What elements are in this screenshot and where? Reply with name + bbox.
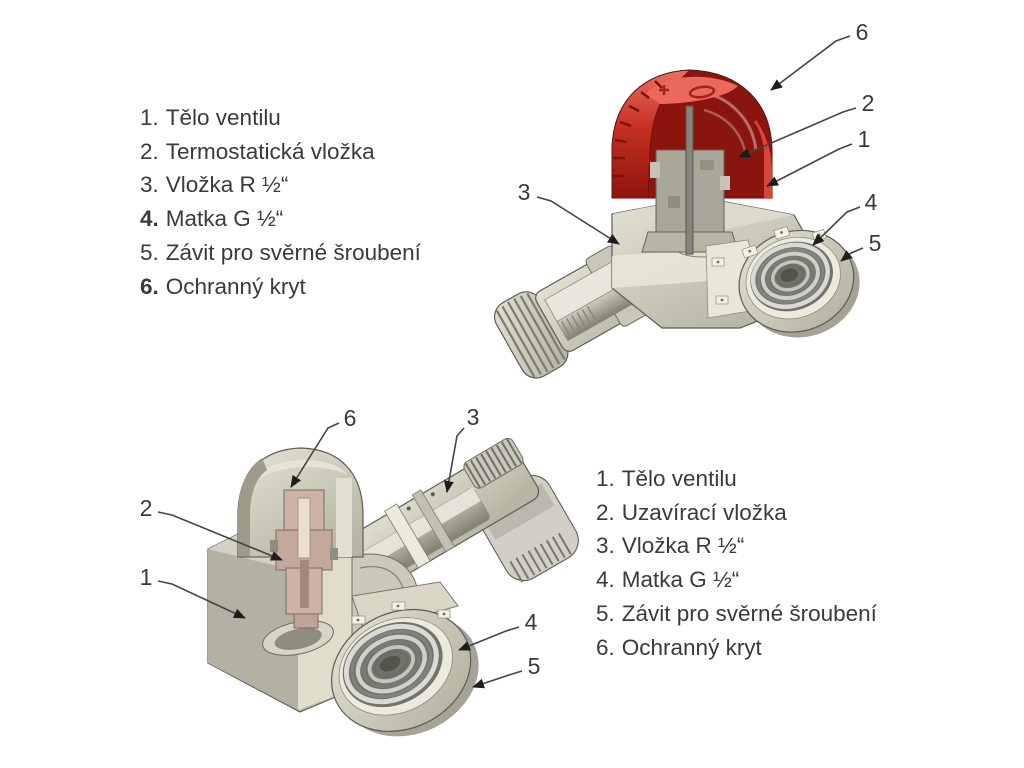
callout-4: 4 xyxy=(865,189,878,215)
callout-6: 6 xyxy=(344,405,357,431)
callout-4: 4 xyxy=(525,609,538,635)
parts-list-thermostatic-valve: 1.Tělo ventilu 2.Termostatická vložka 3.… xyxy=(140,101,421,303)
item-number: 4. xyxy=(140,206,159,232)
list-item: 5.Závit pro svěrné šroubení xyxy=(140,236,421,270)
item-label: Závit pro svěrné šroubení xyxy=(621,600,877,626)
bottom-valve-callout-numbers: 6 3 2 1 4 5 xyxy=(140,404,541,679)
shutoff-insert xyxy=(270,489,338,629)
item-number: 2. xyxy=(140,138,159,164)
item-label: Matka G ½“ xyxy=(165,206,284,232)
bottom-valve-leader-lines xyxy=(157,422,523,689)
item-label: Tělo ventilu xyxy=(621,466,737,491)
callout-2: 2 xyxy=(862,90,875,116)
item-label: Vložka R ½“ xyxy=(165,172,289,198)
callout-3: 3 xyxy=(518,179,531,205)
item-number: 6. xyxy=(140,273,159,299)
item-label: Tělo ventilu xyxy=(165,105,281,130)
list-item: 4.Matka G ½“ xyxy=(140,202,421,236)
list-item: 2.Uzavírací vložka xyxy=(596,496,877,530)
body-floor-hole xyxy=(262,620,334,656)
item-label: Ochranný kryt xyxy=(165,273,306,299)
callout-1: 1 xyxy=(858,126,871,152)
item-label: Matka G ½“ xyxy=(621,567,740,593)
item-number: 3. xyxy=(140,172,159,198)
list-item: 4.Matka G ½“ xyxy=(596,563,877,597)
item-number: 5. xyxy=(140,239,159,265)
thermostatic-valve-cutaway: 6 2 1 3 4 5 xyxy=(494,19,882,379)
callout-5: 5 xyxy=(528,653,541,679)
parts-list-shutoff-valve: 1.Tělo ventilu 2.Uzavírací vložka 3.Vlož… xyxy=(596,462,877,664)
list-item: 3.Vložka R ½“ xyxy=(140,168,421,202)
list-item: 5.Závit pro svěrné šroubení xyxy=(596,597,877,631)
item-number: 1. xyxy=(596,466,615,491)
callout-5: 5 xyxy=(869,230,882,256)
union-nut-threads xyxy=(330,581,479,737)
item-number: 2. xyxy=(596,499,615,525)
item-label: Uzavírací vložka xyxy=(621,499,787,525)
item-number: 5. xyxy=(596,600,615,626)
callout-6: 6 xyxy=(856,19,869,45)
list-item: 1.Tělo ventilu xyxy=(140,101,421,135)
item-number: 1. xyxy=(140,105,159,130)
item-number: 6. xyxy=(596,634,615,660)
callout-2: 2 xyxy=(140,495,153,521)
item-label: Ochranný kryt xyxy=(621,634,762,660)
callout-1: 1 xyxy=(140,564,153,590)
callout-3: 3 xyxy=(467,404,480,430)
list-item: 1.Tělo ventilu xyxy=(596,462,877,496)
item-label: Termostatická vložka xyxy=(165,138,375,164)
item-number: 4. xyxy=(596,567,615,593)
top-valve-leader-lines xyxy=(536,35,864,262)
union-nut-threads xyxy=(738,226,860,338)
list-item: 2.Termostatická vložka xyxy=(140,135,421,169)
item-label: Vložka R ½“ xyxy=(621,533,745,559)
item-label: Závit pro svěrné šroubení xyxy=(165,239,421,265)
list-item: 6.Ochranný kryt xyxy=(140,270,421,304)
list-item: 3.Vložka R ½“ xyxy=(596,529,877,563)
top-valve-callout-numbers: 6 2 1 3 4 5 xyxy=(518,19,882,256)
shutoff-valve-cutaway: 6 3 2 1 4 5 xyxy=(140,404,579,737)
list-item: 6.Ochranný kryt xyxy=(596,631,877,665)
item-number: 3. xyxy=(596,533,615,559)
